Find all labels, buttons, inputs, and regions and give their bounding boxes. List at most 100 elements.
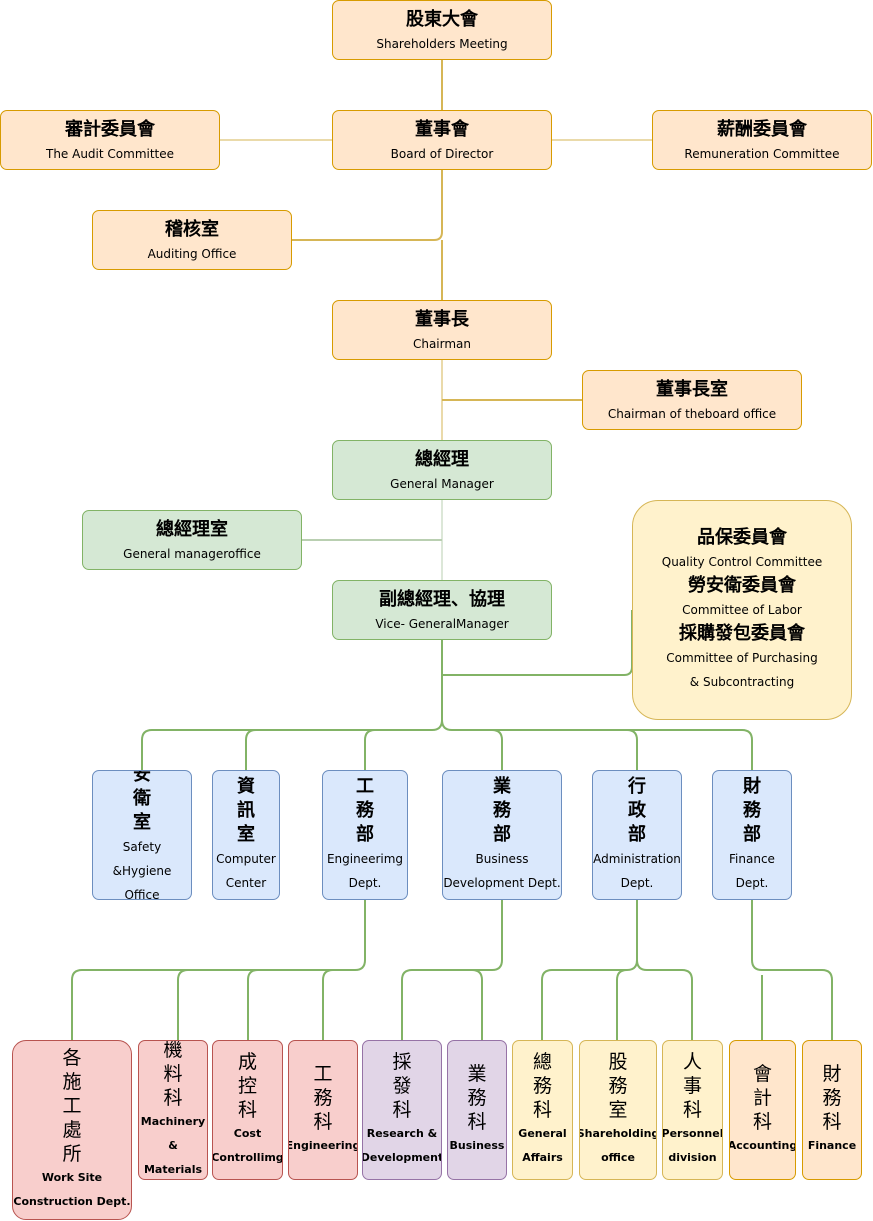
section-en: Machinery xyxy=(140,1115,206,1128)
connector-line xyxy=(177,969,189,1040)
node-title-en: Board of Director xyxy=(390,147,494,161)
node-title-en: General Manager xyxy=(390,477,494,491)
connector-line xyxy=(541,900,638,1040)
section-char: 科 xyxy=(752,1111,772,1133)
qc-committee-en: Quality Control Committee xyxy=(661,555,823,569)
node-dept-finance[interactable]: 財 務 部 Finance Dept. xyxy=(712,770,792,900)
section-en: Research & xyxy=(366,1127,438,1140)
dept-char: 部 xyxy=(493,824,511,845)
node-section-personnel[interactable]: 人 事 科 Personnel division xyxy=(662,1040,723,1180)
section-char: 務 xyxy=(313,1087,333,1109)
node-section-shareholding[interactable]: 股 務 室 Shareholding office xyxy=(579,1040,657,1180)
connector-line xyxy=(245,729,257,770)
section-char: 處 xyxy=(62,1119,82,1141)
node-section-accounting[interactable]: 會 計 科 Accounting xyxy=(729,1040,796,1180)
section-char: 務 xyxy=(532,1075,552,1097)
section-char: 科 xyxy=(682,1099,702,1121)
node-title-zh: 稽核室 xyxy=(165,219,219,240)
dept-en: Administration xyxy=(593,852,681,866)
dept-char: 業 xyxy=(493,776,511,797)
section-en: Controllimg xyxy=(212,1151,283,1164)
node-dept-business[interactable]: 業 務 部 Business Development Dept. xyxy=(442,770,562,900)
node-committees[interactable]: 品保委員會 Quality Control Committee 勞安衛委員會 C… xyxy=(632,500,852,720)
labor-committee-en: Committee of Labor xyxy=(682,603,802,617)
section-char: 務 xyxy=(467,1087,487,1109)
section-char: 控 xyxy=(237,1075,257,1097)
section-char: 務 xyxy=(608,1075,628,1097)
node-title-en: Shareholders Meeting xyxy=(376,37,508,51)
node-title-zh: 審計委員會 xyxy=(65,119,155,140)
node-dept-administration[interactable]: 行 政 部 Administration Dept. xyxy=(592,770,682,900)
purchase-committee-en-1: Committee of Purchasing xyxy=(666,651,818,665)
section-char: 室 xyxy=(608,1099,628,1121)
section-char: 施 xyxy=(62,1071,82,1093)
dept-char: 部 xyxy=(356,824,374,845)
node-title-zh: 董事長 xyxy=(415,309,469,330)
section-char: 計 xyxy=(752,1087,772,1109)
connector-line xyxy=(141,640,443,770)
node-general-manager-office[interactable]: 總經理室 General manageroffice xyxy=(82,510,302,570)
section-char: 科 xyxy=(163,1087,183,1109)
node-remuneration-committee[interactable]: 薪酬委員會 Remuneration Committee xyxy=(652,110,872,170)
dept-char: 室 xyxy=(237,824,255,845)
node-section-cost[interactable]: 成 控 科 Cost Controllimg xyxy=(212,1040,283,1180)
node-general-manager[interactable]: 總經理 General Manager xyxy=(332,440,552,500)
dept-char: 務 xyxy=(493,800,511,821)
node-title-en: General manageroffice xyxy=(123,547,261,561)
section-en: & Materials xyxy=(143,1139,203,1176)
section-en: office xyxy=(601,1151,635,1164)
node-section-finance[interactable]: 財 務 科 Finance xyxy=(802,1040,862,1180)
node-section-engineering[interactable]: 工 務 科 Engineering xyxy=(288,1040,358,1180)
node-board-of-director[interactable]: 董事會 Board of Director xyxy=(332,110,552,170)
node-section-business[interactable]: 業 務 科 Business xyxy=(447,1040,507,1180)
connector-line xyxy=(364,729,376,770)
node-title-en: Remuneration Committee xyxy=(684,147,840,161)
dept-char: 務 xyxy=(356,800,374,821)
connector-line xyxy=(626,729,638,770)
section-char: 會 xyxy=(752,1063,772,1085)
dept-char: 部 xyxy=(743,824,761,845)
section-en: General xyxy=(518,1127,567,1140)
section-char: 成 xyxy=(237,1051,257,1073)
node-title-zh: 股東大會 xyxy=(406,9,478,30)
node-auditing-office[interactable]: 稽核室 Auditing Office xyxy=(92,210,292,270)
section-char: 財 xyxy=(822,1063,842,1085)
node-title-zh: 薪酬委員會 xyxy=(717,119,807,140)
node-vice-general-manager[interactable]: 副總經理、協理 Vice- GeneralManager xyxy=(332,580,552,640)
section-char: 工 xyxy=(62,1095,82,1117)
dept-en: Dept. xyxy=(348,876,382,890)
labor-committee-zh: 勞安衛委員會 xyxy=(688,575,796,596)
node-section-rnd[interactable]: 採 發 科 Research & Development xyxy=(362,1040,442,1180)
connector-line xyxy=(247,969,259,1040)
section-en: Engineering xyxy=(288,1139,358,1152)
node-dept-safety[interactable]: 安 衛 室 Safety &Hygiene Office xyxy=(92,770,192,900)
dept-en: Computer xyxy=(216,852,276,866)
node-shareholders-meeting[interactable]: 股東大會 Shareholders Meeting xyxy=(332,0,552,60)
dept-char: 部 xyxy=(628,824,646,845)
section-en: Accounting xyxy=(729,1139,796,1152)
node-title-zh: 總經理室 xyxy=(156,519,228,540)
dept-char: 財 xyxy=(743,776,761,797)
node-chairman[interactable]: 董事長 Chairman xyxy=(332,300,552,360)
node-dept-engineering[interactable]: 工 務 部 Engineerimg Dept. xyxy=(322,770,408,900)
purchase-committee-en-2: & Subcontracting xyxy=(689,675,795,689)
section-char: 工 xyxy=(313,1063,333,1085)
section-en: Finance xyxy=(807,1139,857,1152)
node-section-worksite[interactable]: 各 施 工 處 所 Work Site Construction Dept. xyxy=(12,1040,132,1220)
section-en: Construction Dept. xyxy=(13,1195,131,1208)
dept-en: Development Dept. xyxy=(443,876,561,890)
section-char: 事 xyxy=(682,1075,702,1097)
section-char: 所 xyxy=(62,1143,82,1165)
dept-char: 室 xyxy=(133,812,151,833)
node-chairman-office[interactable]: 董事長室 Chairman of theboard office xyxy=(582,370,802,430)
node-title-en: Chairman of theboard office xyxy=(607,407,777,421)
dept-en: Finance Dept. xyxy=(729,852,775,890)
section-en: Affairs xyxy=(522,1151,563,1164)
node-audit-committee[interactable]: 審計委員會 The Audit Committee xyxy=(0,110,220,170)
node-section-machinery[interactable]: 機 料 科 Machinery & Materials xyxy=(138,1040,208,1180)
section-char: 業 xyxy=(467,1063,487,1085)
node-title-en: Vice- GeneralManager xyxy=(375,617,509,631)
node-section-general-affairs[interactable]: 總 務 科 General Affairs xyxy=(512,1040,573,1180)
node-dept-computer[interactable]: 資 訊 室 Computer Center xyxy=(212,770,280,900)
